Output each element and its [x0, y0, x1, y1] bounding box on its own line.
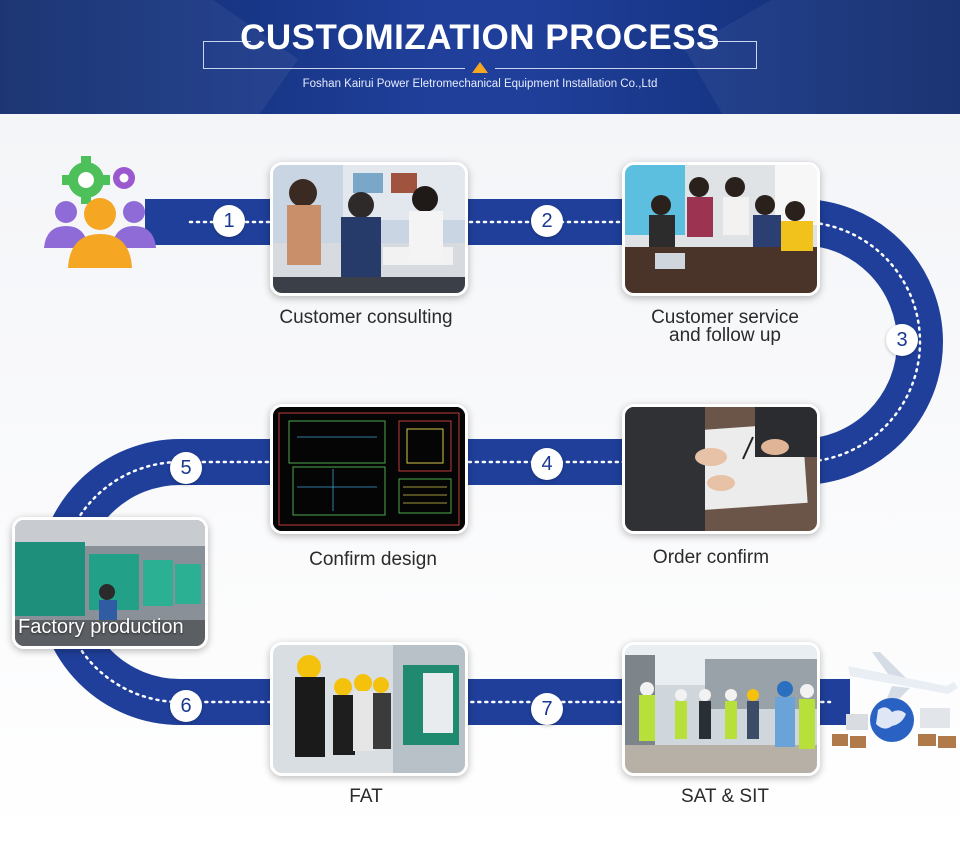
order-confirm-photo [622, 404, 820, 534]
factory-production-label: Factory production [18, 616, 184, 638]
step-6-number: 6 [170, 690, 202, 722]
step-2-number: 2 [531, 205, 563, 237]
page-header: CUSTOMIZATION PROCESS Foshan Kairui Powe… [0, 0, 960, 114]
step-3-number: 3 [886, 324, 918, 356]
title-frame-edge-left [203, 41, 204, 69]
page-title: CUSTOMIZATION PROCESS [240, 18, 720, 57]
step-5-label: Confirm design [309, 549, 437, 570]
title-accent-triangle [472, 62, 488, 73]
step-7-label: FAT [349, 786, 383, 807]
factory-production-photo [12, 517, 208, 649]
step-4-label: Order confirm [652, 547, 770, 568]
step-7-number: 7 [531, 693, 563, 725]
title-frame-line-left [203, 41, 251, 42]
step-1-label: Customer consulting [279, 307, 453, 328]
step-2-label-line-2: and follow up [669, 325, 781, 346]
customer-service-photo [622, 162, 820, 296]
step-4-number: 4 [531, 448, 563, 480]
airplane-globe-logistics-icon [832, 652, 958, 748]
step-8-label: SAT & SIT [681, 786, 769, 807]
step-1-number: 1 [213, 205, 245, 237]
title-frame-bottom-right [495, 68, 757, 69]
fat-photo [270, 642, 468, 776]
title-frame-bottom-left [203, 68, 465, 69]
step-5-number: 5 [170, 452, 202, 484]
confirm-design-photo [270, 404, 468, 534]
company-name: Foshan Kairui Power Eletromechanical Equ… [302, 78, 658, 90]
team-gear-icon [44, 156, 156, 268]
sat-sit-photo [622, 642, 820, 776]
customer-consulting-photo [270, 162, 468, 296]
step-2-label-line-1: Customer service [651, 307, 799, 328]
